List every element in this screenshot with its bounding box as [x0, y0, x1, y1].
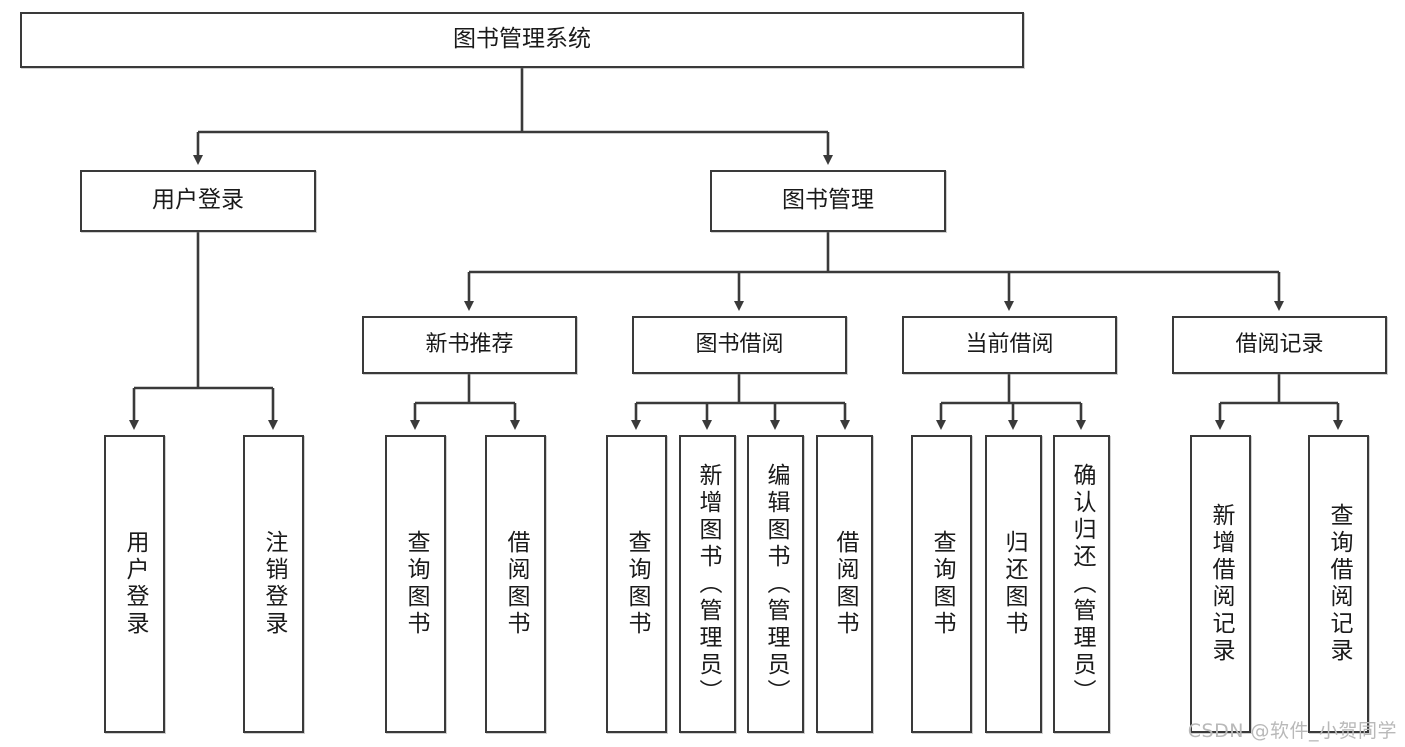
- node-current-borrow-label: 当前借阅: [965, 331, 1054, 357]
- node-book-manage-label: 图书管理: [782, 187, 874, 214]
- node-leaf-query-book-rec-label: 查询图书: [403, 530, 429, 638]
- node-leaf-borrow-book[interactable]: 借阅图书: [816, 435, 873, 733]
- node-leaf-add-book-label: 新增图书（管理员）: [695, 462, 721, 706]
- node-leaf-confirm-return-label: 确认归还（管理员）: [1069, 462, 1095, 706]
- node-leaf-query-book-borrow[interactable]: 查询图书: [606, 435, 667, 733]
- node-leaf-query-book-current-label: 查询图书: [929, 530, 955, 638]
- node-leaf-query-record[interactable]: 查询借阅记录: [1308, 435, 1369, 733]
- node-leaf-return-book[interactable]: 归还图书: [985, 435, 1042, 733]
- node-book-borrow[interactable]: 图书借阅: [632, 316, 847, 374]
- node-user-login-label: 用户登录: [152, 187, 244, 214]
- node-leaf-user-login-label: 用户登录: [122, 530, 148, 638]
- node-leaf-add-book[interactable]: 新增图书（管理员）: [679, 435, 736, 733]
- node-leaf-query-book-rec[interactable]: 查询图书: [385, 435, 446, 733]
- node-leaf-query-book-current[interactable]: 查询图书: [911, 435, 972, 733]
- node-new-book-rec-label: 新书推荐: [425, 331, 514, 357]
- node-leaf-query-record-label: 查询借阅记录: [1326, 503, 1352, 665]
- node-leaf-confirm-return[interactable]: 确认归还（管理员）: [1053, 435, 1110, 733]
- node-borrow-record-label: 借阅记录: [1235, 331, 1324, 357]
- node-leaf-return-book-label: 归还图书: [1001, 530, 1027, 638]
- node-leaf-edit-book[interactable]: 编辑图书（管理员）: [747, 435, 804, 733]
- node-leaf-add-record[interactable]: 新增借阅记录: [1190, 435, 1251, 733]
- node-leaf-user-logout[interactable]: 注销登录: [243, 435, 304, 733]
- node-current-borrow[interactable]: 当前借阅: [902, 316, 1117, 374]
- node-user-login[interactable]: 用户登录: [80, 170, 316, 232]
- node-root-label: 图书管理系统: [453, 26, 591, 53]
- node-leaf-edit-book-label: 编辑图书（管理员）: [763, 462, 789, 706]
- node-leaf-query-book-borrow-label: 查询图书: [624, 530, 650, 638]
- node-book-manage[interactable]: 图书管理: [710, 170, 946, 232]
- node-book-borrow-label: 图书借阅: [695, 331, 784, 357]
- node-leaf-borrow-book-label: 借阅图书: [832, 530, 858, 638]
- node-leaf-user-logout-label: 注销登录: [261, 530, 287, 638]
- node-root[interactable]: 图书管理系统: [20, 12, 1024, 68]
- watermark: CSDN @软件_小贺同学: [1187, 720, 1397, 742]
- node-leaf-user-login[interactable]: 用户登录: [104, 435, 165, 733]
- node-new-book-rec[interactable]: 新书推荐: [362, 316, 577, 374]
- node-borrow-record[interactable]: 借阅记录: [1172, 316, 1387, 374]
- node-leaf-borrow-book-rec-label: 借阅图书: [503, 530, 529, 638]
- node-leaf-add-record-label: 新增借阅记录: [1208, 503, 1234, 665]
- node-leaf-borrow-book-rec[interactable]: 借阅图书: [485, 435, 546, 733]
